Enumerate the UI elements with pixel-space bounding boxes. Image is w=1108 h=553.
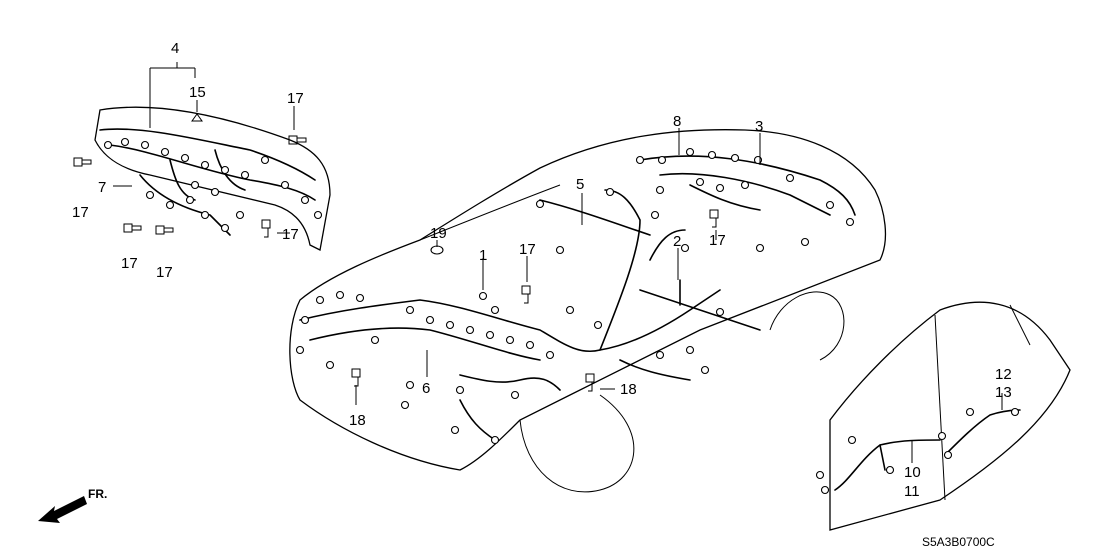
callout-5: 5 (576, 176, 584, 193)
callouts: 4 15 17 7 17 17 17 17 5 19 1 17 8 3 2 17… (72, 40, 1012, 500)
callout-17-b: 17 (72, 204, 89, 221)
door-outline (829, 301, 1071, 531)
bolt-icon (709, 209, 719, 228)
callout-4: 4 (171, 40, 179, 57)
callout-17-g: 17 (709, 232, 726, 249)
callout-13: 13 (995, 384, 1012, 401)
callout-17-d: 17 (121, 255, 138, 272)
bolt-icon (585, 373, 595, 392)
bolt-icon (123, 223, 142, 233)
bolt-icon (521, 285, 531, 304)
front-arrow-icon (38, 496, 87, 523)
bolts (73, 113, 719, 392)
bolt-icon (73, 157, 92, 167)
callout-8: 8 (673, 113, 681, 130)
callout-2: 2 (673, 233, 681, 250)
callout-17-a: 17 (287, 90, 304, 107)
bolt-icon (261, 219, 271, 238)
diagram-code: S5A3B0700C (922, 535, 995, 549)
bolt-icon (288, 135, 307, 145)
callout-6: 6 (422, 380, 430, 397)
front-direction-indicator: FR. (38, 487, 107, 523)
grommet-icon (430, 245, 444, 255)
callout-18-b: 18 (620, 381, 637, 398)
bolt-icon (351, 368, 361, 387)
callout-7: 7 (98, 179, 106, 196)
callout-15: 15 (189, 84, 206, 101)
front-label: FR. (88, 487, 107, 501)
bolt-icon (155, 225, 174, 235)
callout-12: 12 (995, 366, 1012, 383)
callout-3: 3 (755, 118, 763, 135)
instrument-panel-outline (94, 106, 331, 251)
callout-18-a: 18 (349, 412, 366, 429)
harness-roof (639, 155, 856, 216)
leader-lines (113, 62, 1003, 463)
harness-main-body (299, 189, 761, 441)
callout-17-c: 17 (282, 226, 299, 243)
callout-17-e: 17 (156, 264, 173, 281)
connectors (103, 137, 1020, 495)
clip-icon (191, 113, 203, 122)
callout-19: 19 (430, 225, 447, 242)
callout-10: 10 (904, 464, 921, 481)
car-body-outline (289, 129, 887, 493)
callout-1: 1 (479, 247, 487, 264)
callout-11: 11 (904, 483, 920, 500)
harness-door (834, 409, 1021, 491)
callout-17-f: 17 (519, 241, 536, 258)
